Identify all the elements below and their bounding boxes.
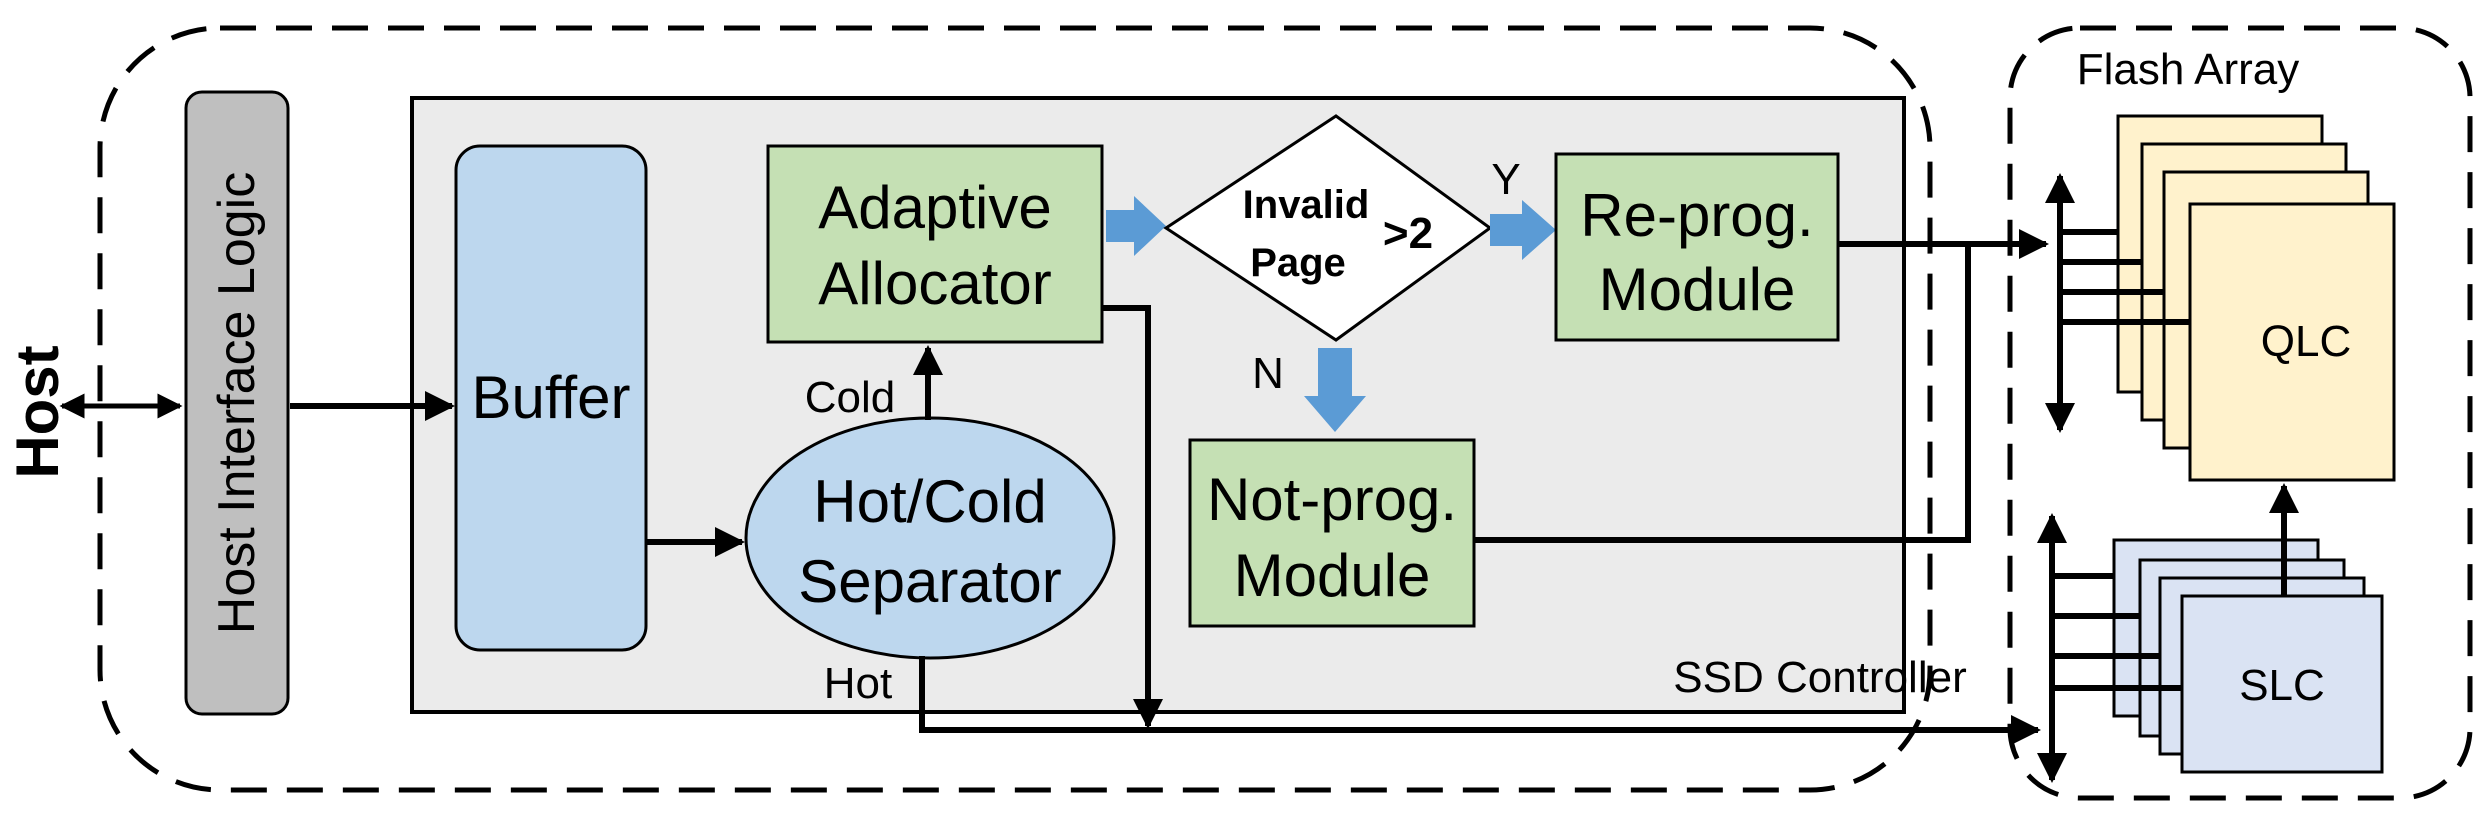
- no-arrow: [1304, 348, 1366, 432]
- hot-path-arrow: [919, 656, 2041, 745]
- slc-label: SLC: [2239, 661, 2325, 710]
- no-label: N: [1252, 349, 1284, 398]
- hot-label: Hot: [824, 659, 892, 708]
- flash-array-region: [2007, 25, 2473, 801]
- decision-condition: >2: [1383, 209, 1433, 258]
- qlc-label: QLC: [2261, 317, 2351, 366]
- ssd-controller-label: SSD Controller: [1673, 653, 1966, 702]
- hot-cold-separator: [744, 416, 1116, 660]
- notprog-label-line1: Not-prog.: [1207, 466, 1457, 533]
- notprog-to-qlc-line: [1474, 244, 1971, 543]
- separator-label-line2: Separator: [798, 548, 1062, 615]
- qlc-bus-branches: [2060, 229, 2190, 325]
- host-label: Host: [4, 345, 71, 478]
- reprog-label-line2: Module: [1599, 256, 1796, 323]
- yes-label: Y: [1491, 155, 1520, 204]
- buffer-label: Buffer: [472, 364, 631, 431]
- reprog-module-box: [1554, 152, 1840, 342]
- decision-label-line2: Page: [1250, 241, 1346, 285]
- allocator-label-line1: Adaptive: [818, 174, 1052, 241]
- notprog-module-box: [1188, 438, 1476, 628]
- allocator-label-line2: Allocator: [818, 250, 1051, 317]
- adaptive-allocator-box: [766, 144, 1104, 344]
- allocator-to-slc-line: [1102, 305, 1163, 729]
- cold-label: Cold: [805, 373, 896, 422]
- qlc-chip-stack: [2116, 114, 2396, 482]
- buffer-box: [454, 144, 648, 652]
- separator-label-line1: Hot/Cold: [813, 468, 1046, 535]
- flash-array-label: Flash Array: [2077, 45, 2300, 94]
- invalid-page-decision: [1163, 114, 1493, 342]
- reprog-label-line1: Re-prog.: [1580, 182, 1813, 249]
- decision-label-line1: Invalid: [1243, 183, 1370, 227]
- yes-arrow: [1490, 200, 1556, 260]
- host-region: [97, 25, 1933, 793]
- slc-bus-branches: [2052, 573, 2182, 691]
- host-interface-logic-box: [184, 90, 290, 716]
- notprog-label-line2: Module: [1234, 542, 1431, 609]
- host-interface-logic-label: Host Interface Logic: [208, 172, 266, 634]
- allocator-to-decision-arrow: [1106, 196, 1166, 256]
